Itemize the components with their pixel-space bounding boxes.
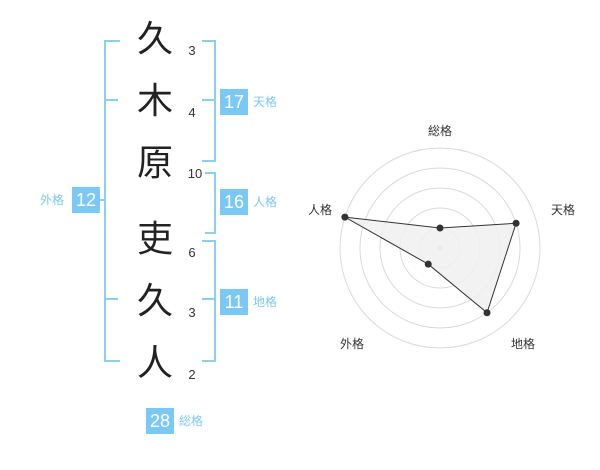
chikaku-score-badge: 11 <box>220 289 248 315</box>
stroke-count-2: 4 <box>188 105 196 120</box>
jinkaku-label: 人格 <box>253 195 278 209</box>
radar-point-4 <box>341 213 349 221</box>
radar-label-soukaku: 総格 <box>428 124 453 138</box>
gaikaku-bracket-tick <box>104 99 118 101</box>
radar-point-3 <box>424 260 432 268</box>
gaikaku-bracket-tick <box>104 298 118 300</box>
jinkaku-score-badge: 16 <box>220 189 248 215</box>
stroke-count-4: 6 <box>188 245 196 260</box>
gaikaku-label: 外格 <box>40 193 65 207</box>
radar-label-tenkaku: 天格 <box>551 203 576 217</box>
radar-label-jinkaku: 人格 <box>308 203 333 217</box>
radar-point-2 <box>483 309 491 317</box>
tenkaku-bracket-tick <box>202 99 214 101</box>
tenkaku-label: 天格 <box>253 95 278 109</box>
gaikaku-bracket <box>104 40 120 362</box>
name-char-5: 久 <box>136 281 173 322</box>
chikaku-label: 地格 <box>253 295 278 309</box>
name-char-3: 原 <box>136 143 173 184</box>
radar-label-gaikaku: 外格 <box>340 337 365 351</box>
gaikaku-score-badge: 12 <box>72 187 100 213</box>
soukaku-score-badge: 28 <box>146 408 174 434</box>
tenkaku-score-badge: 17 <box>220 89 248 115</box>
chikaku-bracket <box>202 240 216 362</box>
name-char-1: 久 <box>136 19 173 60</box>
stroke-count-5: 3 <box>188 305 196 320</box>
stroke-count-3: 10 <box>187 166 203 181</box>
name-char-2: 木 <box>136 81 173 122</box>
radar-point-1 <box>512 219 520 227</box>
name-char-6: 人 <box>136 343 173 384</box>
name-char-4: 吏 <box>136 219 173 260</box>
radar-grid-ring <box>359 167 521 329</box>
radar-grid-ring <box>339 147 541 349</box>
stroke-count-6: 2 <box>188 367 196 382</box>
chikaku-bracket-tick <box>202 298 214 300</box>
radar-point-0 <box>436 224 444 232</box>
jinkaku-bracket <box>205 172 216 234</box>
tenkaku-bracket <box>202 40 216 162</box>
stroke-count-1: 3 <box>188 43 196 58</box>
fortune-radar-chart <box>339 147 541 349</box>
radar-label-chikaku: 地格 <box>511 337 536 351</box>
soukaku-label: 総格 <box>179 414 204 428</box>
